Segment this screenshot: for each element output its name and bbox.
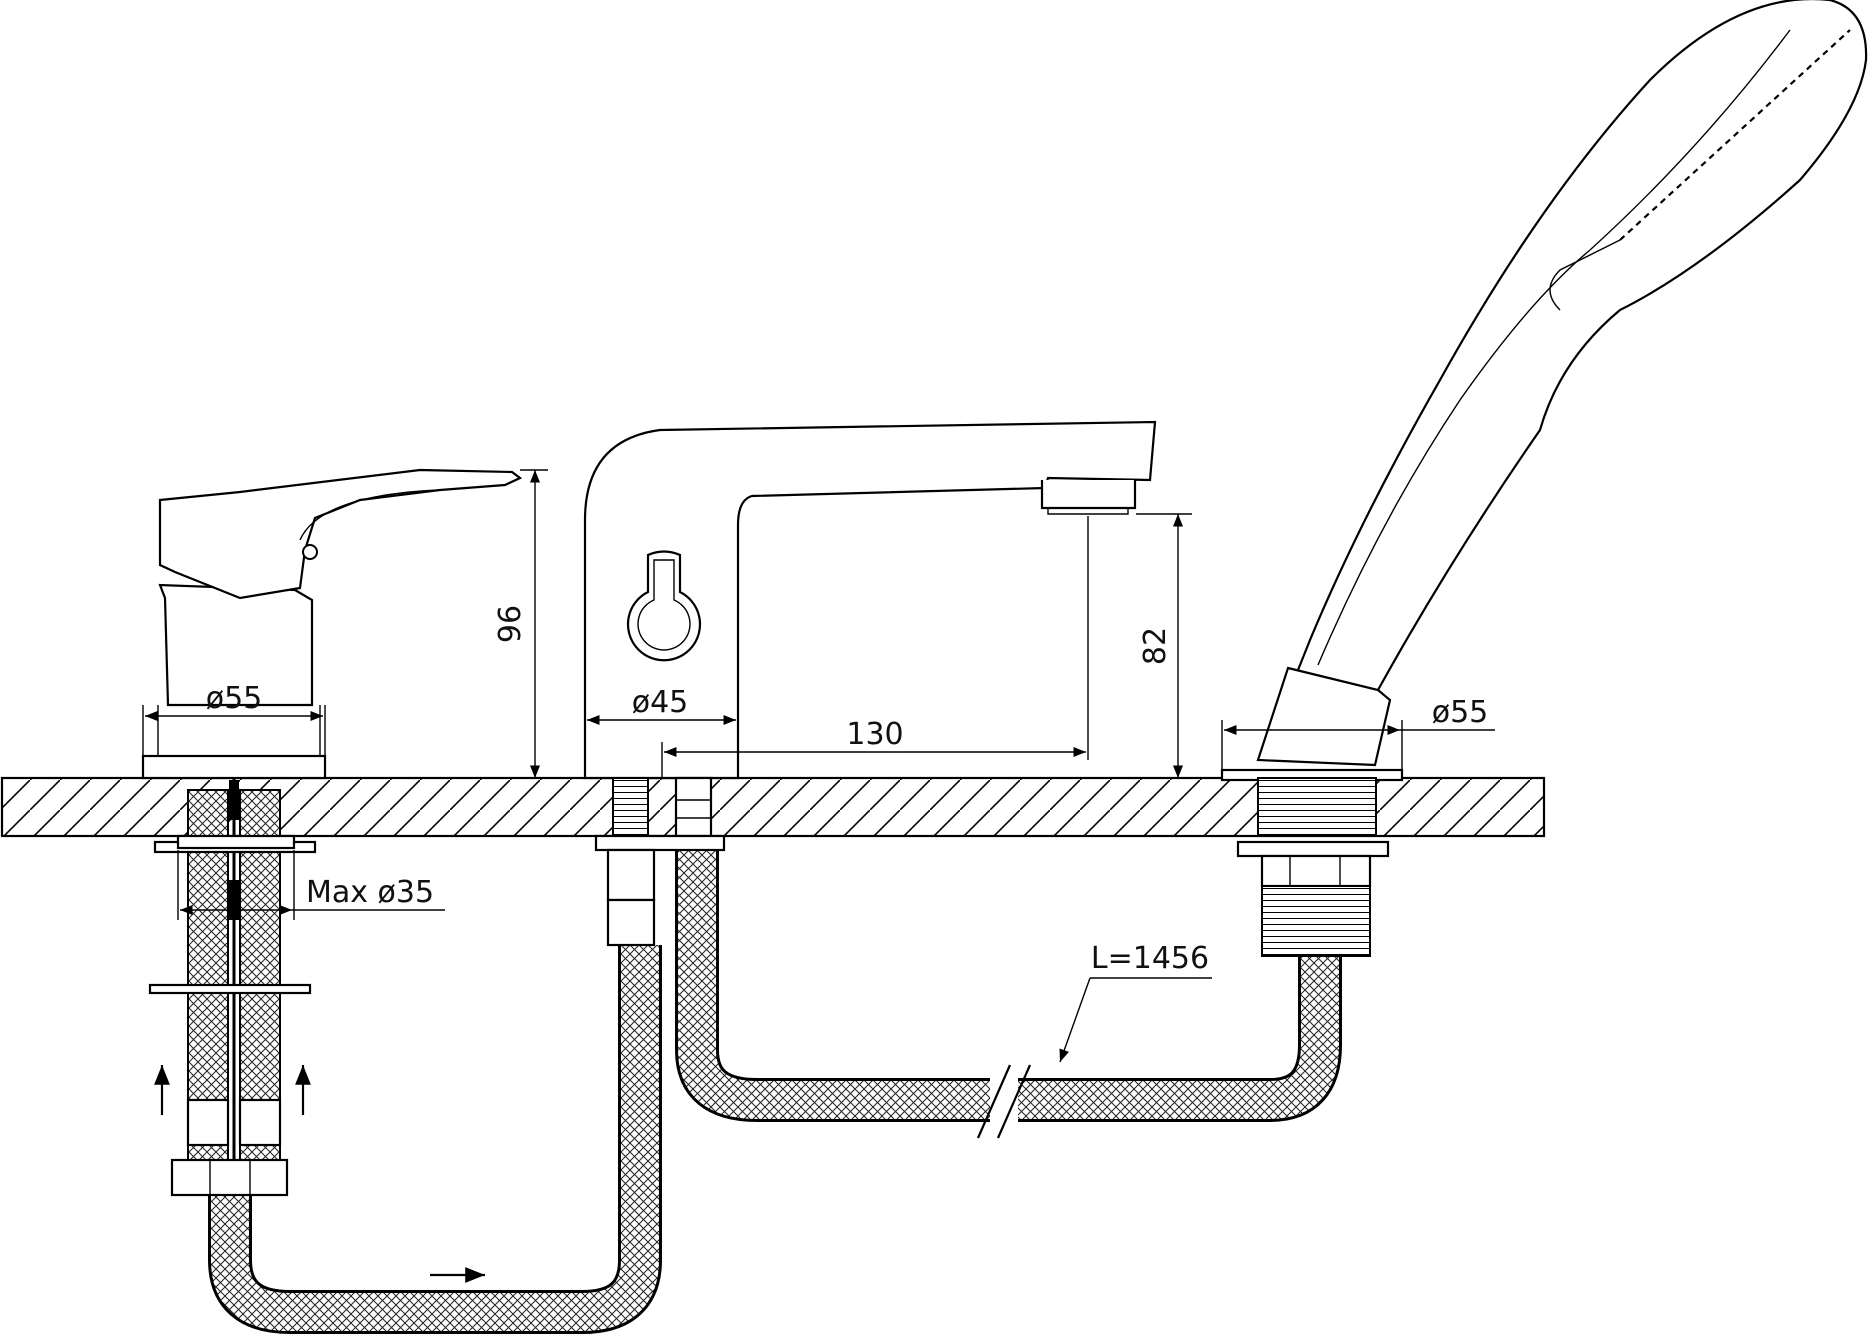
dim-shower-base-diameter-label: ø55 (1432, 695, 1489, 730)
dim-mixer-height: 96 (493, 469, 548, 778)
mixer-lever-handle[interactable] (158, 468, 523, 600)
bath-spout (583, 420, 1157, 780)
hand-shower[interactable] (1288, 0, 1868, 692)
dim-mixer-height-label: 96 (493, 605, 528, 643)
mixer-underdeck-fixing (148, 834, 317, 1197)
supply-flow-arrows (154, 1065, 485, 1283)
shower-underdeck-connection (1236, 777, 1390, 957)
dim-spout-height: 82 (1136, 513, 1192, 778)
dim-spout-diameter: ø45 (587, 685, 736, 726)
dim-hole-max-diameter-label: Max ø35 (306, 875, 434, 910)
dim-hole-max-diameter: Max ø35 (177, 850, 445, 920)
dim-spout-reach-label: 130 (846, 717, 903, 752)
shower-holder (1220, 666, 1404, 782)
dim-mixer-diameter: ø55 (142, 681, 326, 756)
diverter-hose (208, 945, 662, 1334)
dim-spout-diameter-label: ø45 (632, 685, 689, 720)
dim-shower-base-diameter: ø55 (1221, 695, 1495, 770)
dim-spout-height-label: 82 (1138, 627, 1173, 665)
shower-hose (675, 850, 1342, 1140)
dim-hose-length: L=1456 (1059, 941, 1212, 1063)
dim-hose-length-label: L=1456 (1091, 941, 1209, 976)
spout-underdeck-connections (594, 776, 726, 947)
dim-mixer-diameter-label: ø55 (206, 681, 263, 716)
diverter-knob[interactable] (626, 550, 702, 662)
dim-spout-reach: 130 (661, 516, 1089, 778)
